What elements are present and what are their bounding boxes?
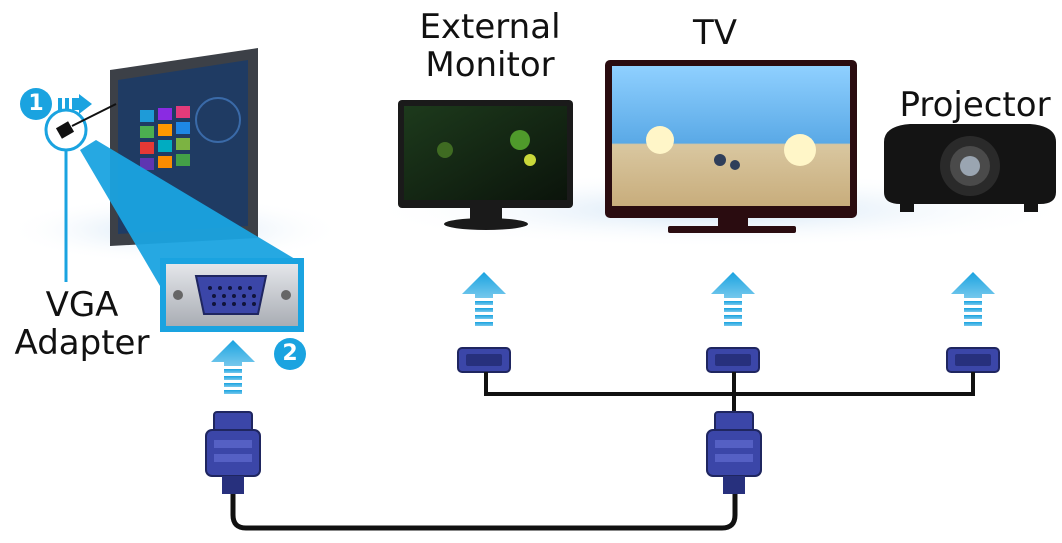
adapter-dongle-icon — [55, 121, 75, 139]
external-monitor-label: External Monitor — [419, 7, 561, 85]
splitter-line — [484, 372, 975, 412]
vga-adapter-label: VGA Adapter — [14, 285, 150, 363]
arrow-up-icon — [211, 340, 255, 394]
projector-icon — [884, 124, 1056, 212]
monitor-icon — [398, 100, 573, 230]
tv-label: TV — [692, 13, 738, 53]
arrow-up-icon — [462, 272, 506, 326]
vga-connector-icon — [457, 347, 511, 373]
arrow-right-icon — [58, 94, 92, 114]
arrow-up-icon — [951, 272, 995, 326]
projector-label: Projector — [899, 85, 1051, 125]
vga-connector-icon — [946, 347, 1000, 373]
tv-icon — [605, 60, 857, 233]
vga-connector-icon — [706, 347, 760, 373]
vga-port-icon — [160, 258, 304, 332]
step-1-badge: 1 — [20, 88, 52, 120]
step-2-badge: 2 — [274, 338, 306, 370]
vga-cable-plug-icon — [205, 411, 261, 494]
vga-cable-plug-icon — [706, 411, 762, 494]
vga-cable — [230, 494, 738, 531]
arrow-up-icon — [711, 272, 755, 326]
